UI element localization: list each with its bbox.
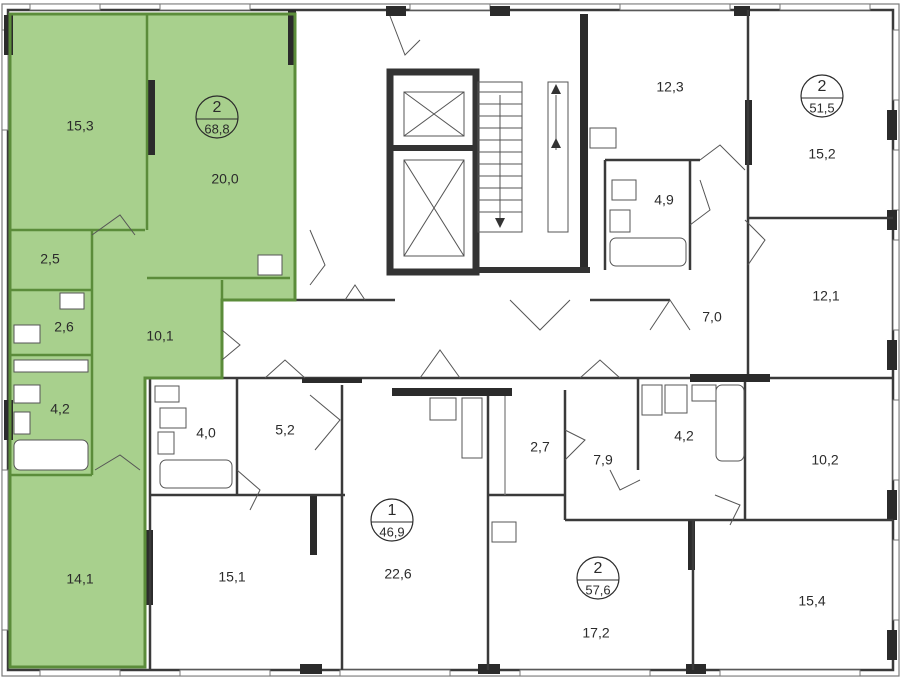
room-area-label: 15,2 (808, 146, 835, 162)
room-area-label: 4,2 (50, 401, 70, 417)
window (892, 149, 900, 211)
sink (157, 431, 175, 455)
sink (589, 127, 617, 149)
shaft (461, 397, 483, 459)
room-area-label: 2,6 (54, 319, 74, 335)
window (179, 669, 271, 677)
window (409, 3, 491, 11)
room-area-label: 15,3 (66, 118, 93, 134)
room-area-label: 14,1 (66, 571, 93, 587)
window (519, 669, 651, 677)
selected-apartment-walls (8, 12, 297, 669)
unit-area: 46,9 (379, 524, 404, 539)
window (892, 399, 900, 481)
window (339, 669, 451, 677)
selected-apartment-fill[interactable] (10, 14, 295, 667)
window (892, 239, 900, 331)
unit-area: 68,8 (204, 121, 229, 136)
exterior-walls (1, 3, 900, 677)
room-area-label: 12,1 (812, 288, 839, 304)
room-area-label: 15,1 (218, 569, 245, 585)
sink (59, 292, 85, 310)
room-area-label: 4,0 (196, 425, 216, 441)
room-area-label: 15,4 (798, 593, 825, 609)
room-area-label: 12,3 (656, 79, 683, 95)
unit-rooms: 2 (213, 99, 222, 116)
bathtub (715, 384, 745, 462)
window (779, 3, 871, 11)
sink (491, 521, 517, 543)
unit-rooms: 1 (388, 502, 397, 519)
window (619, 3, 731, 11)
room-labels: 15,3 20,0 2,5 2,6 10,1 4,2 14,1 12,3 15,… (40, 79, 840, 641)
toilet (159, 407, 187, 429)
unit-area: 57,6 (585, 582, 610, 597)
toilet (664, 384, 688, 414)
sink (691, 384, 717, 402)
window (39, 669, 121, 677)
unit-rooms: 2 (594, 560, 603, 577)
sink (13, 411, 31, 435)
plumbing-fixtures (13, 127, 745, 543)
bathtub (13, 439, 89, 471)
window (1, 469, 9, 631)
bathtub (609, 237, 687, 267)
toilet (13, 324, 41, 344)
room-area-label: 4,2 (674, 428, 694, 444)
room-area-label: 7,9 (593, 452, 613, 468)
room-area-label: 4,9 (654, 192, 674, 208)
sink (609, 209, 631, 233)
unit-badge-2c[interactable]: 2 57,6 (576, 556, 620, 600)
unit-badge-2a[interactable]: 2 68,8 (195, 95, 239, 139)
bathtub (159, 459, 233, 489)
room-area-label: 2,5 (40, 251, 60, 267)
room-area-label: 20,0 (211, 171, 238, 187)
room-area-label: 10,2 (811, 452, 838, 468)
unit-badge-1[interactable]: 1 46,9 (370, 498, 414, 542)
room-area-label: 5,2 (275, 422, 295, 438)
interior-walls (148, 10, 893, 670)
sink (257, 254, 283, 276)
toilet (13, 384, 41, 404)
sink (429, 397, 457, 421)
unit-badges: 2 68,8 2 51,5 1 46,9 2 57,6 (195, 74, 844, 600)
stair-elevator-core (386, 14, 590, 276)
window (892, 539, 900, 621)
window (719, 669, 861, 677)
room-area-label: 17,2 (582, 625, 609, 641)
room-area-label: 22,6 (384, 566, 411, 582)
room-area-label: 10,1 (146, 328, 173, 344)
washer (154, 385, 180, 403)
unit-rooms: 2 (818, 78, 827, 95)
window (892, 29, 900, 101)
washer (641, 384, 663, 416)
unit-area: 51,5 (809, 100, 834, 115)
door-swings (91, 15, 766, 526)
shower (13, 359, 89, 373)
unit-badge-2b[interactable]: 2 51,5 (800, 74, 844, 118)
toilet (611, 179, 637, 201)
room-area-label: 7,0 (702, 309, 722, 325)
window (29, 3, 101, 11)
room-area-label: 2,7 (530, 439, 550, 455)
window (159, 3, 251, 11)
